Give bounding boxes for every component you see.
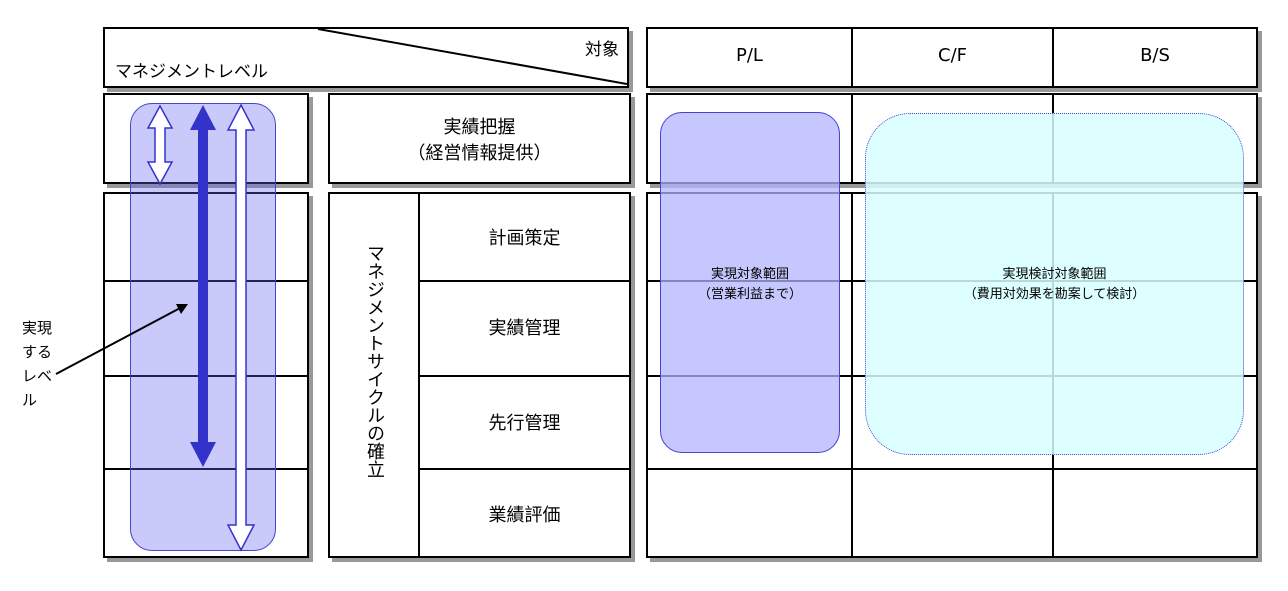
long-double-arrow-icon [226,103,256,552]
diagonal-line [317,29,627,85]
col-axis-label: 対象 [585,40,619,60]
other-scope-area: 実現検討対象範囲 （費用対効果を勘案して検討） [865,113,1244,455]
management-cycle-grid: マネジメントサイクルの確立 計画策定 実績管理 先行管理 業績評価 [328,192,631,558]
column-header-cf: C/F [938,45,967,66]
pl-scope-subtitle: （営業利益まで） [697,287,802,302]
pl-scope-title: 実現対象範囲 [710,267,789,282]
short-double-arrow-icon [146,104,174,186]
management-cycle-label: マネジメントサイクルの確立 [364,244,385,478]
solid-double-arrow-icon [190,105,216,467]
column-header-pl: P/L [736,45,763,66]
achieved-level-label: 実現するレベル [22,319,53,409]
column-header-row: P/L C/F B/S [646,27,1258,88]
pl-scope-area: 実現対象範囲 （営業利益まで） [660,112,840,453]
column-header-bs: B/S [1140,45,1170,66]
header-corner-cell: マネジメントレベル 対象 [103,27,629,88]
cycle-item-leading-management: 先行管理 [488,413,561,434]
actual-grasp-subtitle: （経営情報提供） [407,143,552,164]
row-axis-label: マネジメントレベル [115,62,268,82]
cycle-item-actual-management: 実績管理 [488,318,561,339]
pointer-arrow-icon [55,306,183,375]
other-scope-subtitle: （費用対効果を勘案して検討） [963,287,1146,302]
other-scope-title: 実現検討対象範囲 [1002,267,1107,282]
actual-grasp-title: 実績把握 [443,117,516,138]
cycle-item-planning: 計画策定 [488,228,561,249]
actual-grasp-cell: 実績把握 （経営情報提供） [328,93,631,184]
cycle-item-performance-evaluation: 業績評価 [488,505,561,526]
